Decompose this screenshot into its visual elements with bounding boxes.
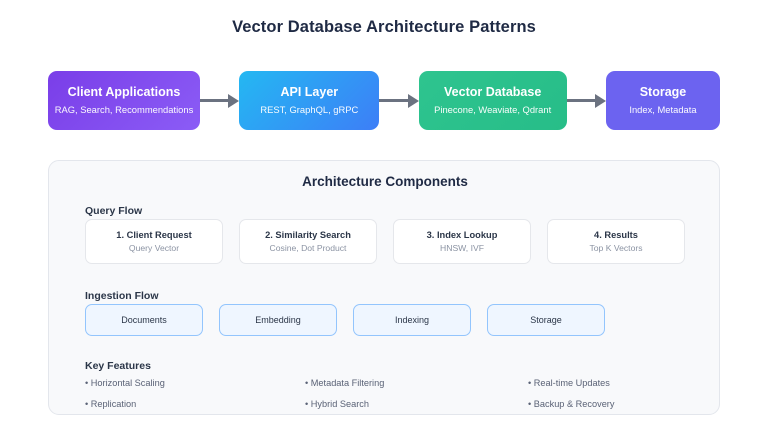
architecture-components-panel: Architecture Components Query Flow 1. Cl…	[48, 160, 720, 415]
query-flow-card[interactable]: 1. Client Request Query Vector	[85, 219, 223, 264]
key-feature-item: • Replication	[85, 399, 137, 409]
card-title: 4. Results	[594, 229, 638, 240]
section-label-ingestion-flow: Ingestion Flow	[85, 290, 159, 302]
card-subtitle: Query Vector	[128, 242, 180, 253]
arrow-shaft	[379, 99, 410, 102]
ingestion-flow-card[interactable]: Indexing	[353, 304, 471, 336]
arrow-right-icon	[379, 91, 419, 111]
card-title: 3. Index Lookup	[426, 229, 498, 240]
section-label-query-flow: Query Flow	[85, 205, 143, 217]
stage-title: Vector Database	[444, 84, 542, 99]
query-flow-card[interactable]: 3. Index Lookup HNSW, IVF	[393, 219, 531, 264]
section-label-key-features: Key Features	[85, 360, 151, 372]
pipeline-stage-api-layer[interactable]: API Layer REST, GraphQL, gRPC	[239, 71, 380, 130]
arrow-head	[594, 93, 606, 108]
query-flow-row: 1. Client Request Query Vector 2. Simila…	[85, 219, 685, 264]
arrow-right-icon	[566, 91, 606, 111]
pipeline-stage-vector-database[interactable]: Vector Database Pinecone, Weaviate, Qdra…	[418, 71, 567, 130]
card-subtitle: Cosine, Dot Product	[269, 242, 347, 253]
ingestion-flow-card[interactable]: Embedding	[219, 304, 337, 336]
key-features-grid: • Horizontal Scaling • Metadata Filterin…	[85, 378, 695, 409]
arrow-shaft	[200, 99, 231, 102]
key-feature-item: • Metadata Filtering	[305, 378, 385, 388]
ingestion-flow-card[interactable]: Storage	[487, 304, 605, 336]
ingestion-flow-card[interactable]: Documents	[85, 304, 203, 336]
card-subtitle: HNSW, IVF	[440, 242, 484, 253]
query-flow-card[interactable]: 2. Similarity Search Cosine, Dot Product	[239, 219, 377, 264]
pipeline-stage-client-applications[interactable]: Client Applications RAG, Search, Recomme…	[48, 71, 200, 130]
card-subtitle: Top K Vectors	[589, 242, 643, 253]
arrow-head	[407, 93, 419, 108]
stage-title: Client Applications	[67, 84, 181, 99]
stage-subtitle: Pinecone, Weaviate, Qdrant	[434, 103, 552, 115]
stage-title: Storage	[639, 84, 687, 99]
key-feature-item: • Horizontal Scaling	[85, 378, 165, 388]
pipeline-flow: Client Applications RAG, Search, Recomme…	[48, 71, 720, 130]
stage-subtitle: Index, Metadata	[629, 103, 697, 115]
arrow-head	[228, 93, 240, 108]
page-title: Vector Database Architecture Patterns	[232, 18, 536, 36]
query-flow-card[interactable]: 4. Results Top K Vectors	[547, 219, 685, 264]
card-title: 2. Similarity Search	[265, 229, 351, 240]
arrow-shaft	[566, 99, 597, 102]
arrow-right-icon	[200, 91, 240, 111]
card-title: 1. Client Request	[116, 229, 192, 240]
key-feature-item: • Backup & Recovery	[528, 399, 615, 409]
panel-title: Architecture Components	[302, 174, 468, 189]
key-feature-item: • Real-time Updates	[528, 378, 610, 388]
pipeline-stage-storage[interactable]: Storage Index, Metadata	[605, 71, 720, 130]
key-feature-item: • Hybrid Search	[305, 399, 369, 409]
stage-title: API Layer	[280, 84, 339, 99]
stage-subtitle: RAG, Search, Recommendations	[54, 103, 194, 115]
stage-subtitle: REST, GraphQL, gRPC	[260, 103, 359, 115]
ingestion-flow-row: Documents Embedding Indexing Storage	[85, 304, 605, 336]
